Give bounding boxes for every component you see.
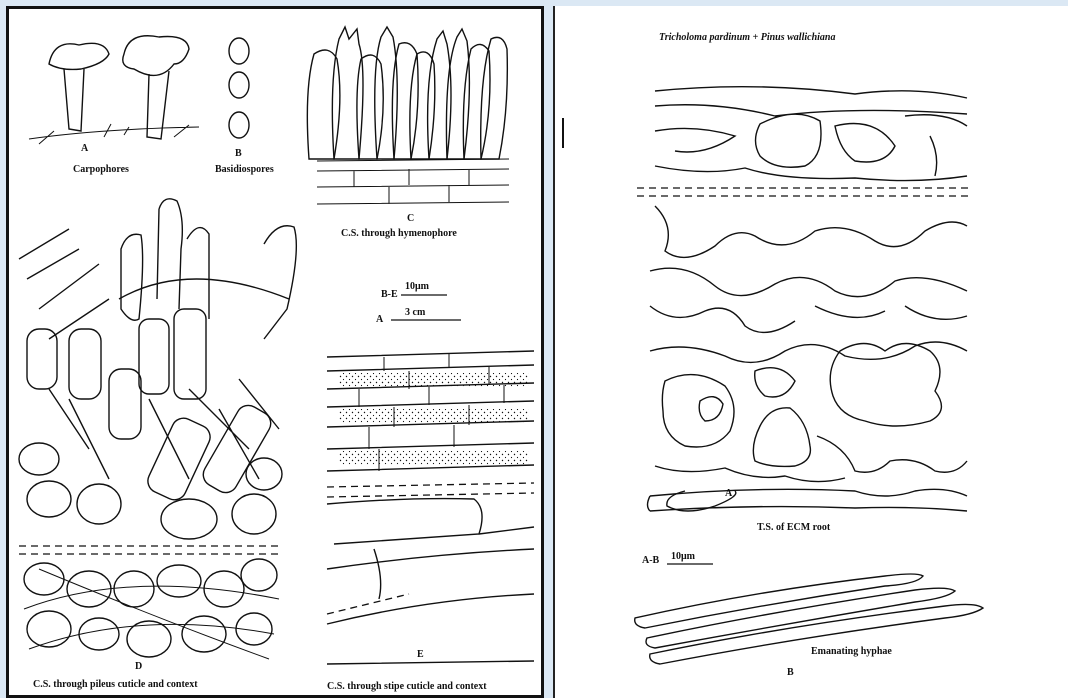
hyphae-letter: B — [787, 667, 794, 678]
scale-a-value: 3 cm — [405, 307, 426, 318]
carpophores-caption: Carpophores — [73, 164, 129, 175]
left-figure-plate: A Carpophores B Basidiospores C C.S. thr… — [6, 6, 544, 698]
right-plate-drawing: Tricholoma pardinum + Pinus wallichiana … — [555, 6, 1068, 698]
left-plate-drawing: A Carpophores B Basidiospores C C.S. thr… — [9, 9, 544, 698]
basidiospores-caption: Basidiospores — [215, 164, 274, 175]
hymenophore-caption: C.S. through hymenophore — [341, 228, 457, 239]
scale-ab-label: A-B — [642, 555, 660, 566]
basidiospore-drawing — [229, 38, 249, 138]
emanating-hyphae-drawing — [635, 574, 983, 664]
figure-title: Tricholoma pardinum + Pinus wallichiana — [659, 32, 835, 43]
hyphae-caption: Emanating hyphae — [811, 646, 892, 657]
carpophores-letter: A — [81, 143, 89, 154]
right-figure-plate: Tricholoma pardinum + Pinus wallichiana … — [553, 6, 1068, 698]
scale-be-value: 10μm — [405, 281, 430, 292]
hymenophore-letter: C — [407, 213, 414, 224]
stipe-cuticle-drawing — [327, 351, 534, 664]
hymenophore-drawing — [307, 27, 509, 204]
scale-a-label: A — [376, 314, 384, 325]
carpophore-drawing — [29, 36, 199, 144]
ecm-root-drawing — [637, 87, 970, 511]
ecm-letter: A — [725, 488, 733, 499]
basidiospores-letter: B — [235, 148, 242, 159]
pileus-cuticle-drawing — [19, 199, 296, 659]
stipe-letter: E — [417, 649, 424, 660]
scale-ab-value: 10μm — [671, 551, 696, 562]
scale-be-label: B-E — [381, 289, 398, 300]
stipe-caption: C.S. through stipe cuticle and context — [327, 681, 487, 692]
pileus-letter: D — [135, 661, 142, 672]
ecm-caption: T.S. of ECM root — [757, 522, 831, 533]
pileus-caption: C.S. through pileus cuticle and context — [33, 679, 198, 690]
